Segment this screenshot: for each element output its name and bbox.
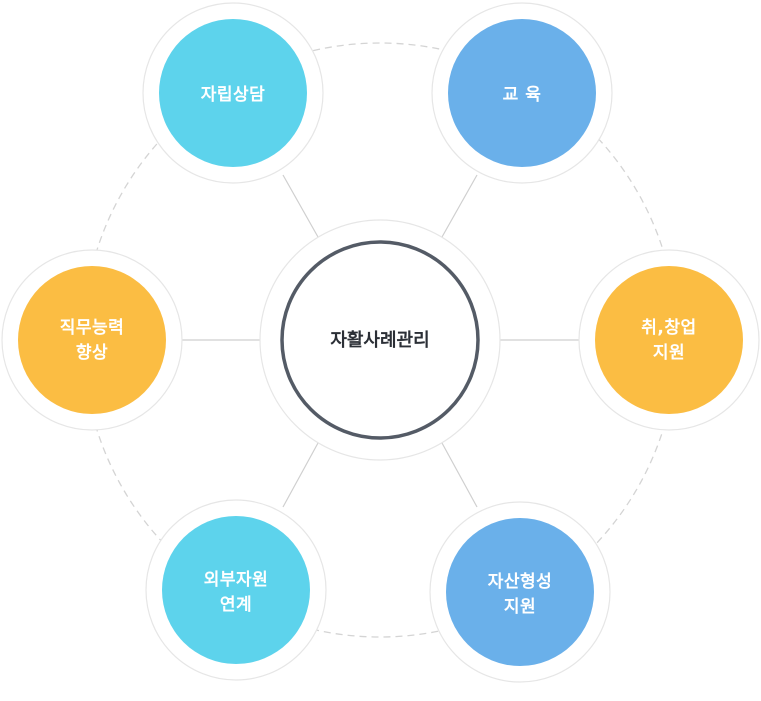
node-fill	[446, 518, 594, 666]
node-education[interactable]: 교 육	[431, 2, 613, 184]
center-hub: 자활사례관리	[259, 219, 501, 461]
node-label-line-1: 직무능력	[60, 318, 125, 338]
connector-lines	[180, 174, 580, 508]
node-label-line-1: 외부자원	[204, 570, 269, 590]
node-label: 자립상담	[201, 85, 266, 105]
connector-line-education	[441, 174, 478, 238]
connector-line-counsel	[282, 174, 319, 238]
node-label: 교 육	[503, 85, 542, 105]
connector-line-linkage	[282, 442, 319, 508]
node-fill	[159, 19, 307, 167]
node-label-line-2: 지원	[504, 597, 536, 617]
node-employment[interactable]: 취,창업 지원	[578, 249, 760, 431]
node-label-line-1: 자산형성	[488, 571, 553, 592]
node-fill	[448, 19, 596, 167]
node-competency[interactable]: 직무능력 향상	[1, 249, 183, 431]
node-label-line-1: 취,창업	[641, 317, 696, 338]
node-fill	[18, 266, 166, 414]
node-counsel[interactable]: 자립상담	[142, 2, 324, 184]
node-label-line-2: 향상	[76, 342, 108, 363]
connector-line-asset	[441, 442, 478, 508]
center-core-circle	[280, 240, 480, 440]
center-label: 자활사례관리	[330, 330, 429, 351]
node-label-line-2: 연계	[220, 595, 252, 615]
node-label-line-2: 지원	[653, 343, 685, 363]
node-fill	[162, 516, 310, 664]
node-fill	[595, 266, 743, 414]
node-linkage[interactable]: 외부자원 연계	[145, 499, 327, 681]
node-asset[interactable]: 자산형성 지원	[429, 501, 611, 683]
